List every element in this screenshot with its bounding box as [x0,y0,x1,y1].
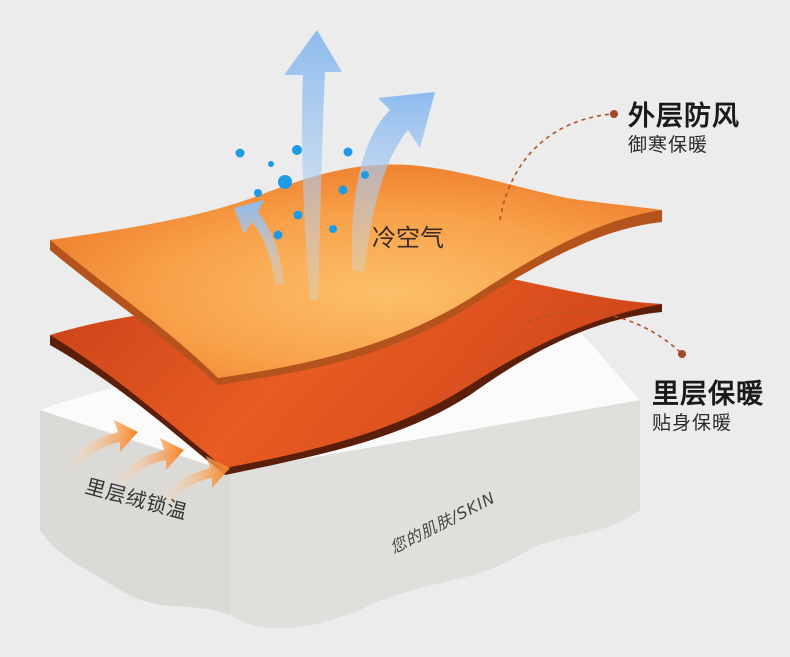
cold-air-label: 冷空气 [372,224,444,252]
right-arrow-icon [72,420,138,468]
water-droplet-icon [235,148,245,158]
water-droplets [235,145,369,240]
cold-air-arrows [234,30,435,300]
up-arrow-icon [351,92,435,272]
outer-layer-surface [50,164,662,378]
right-arrow-icon [118,438,184,486]
up-arrow-icon [284,30,342,300]
water-droplet-icon [268,161,274,167]
skin-side-face [40,410,230,615]
water-droplet-icon [338,185,348,195]
water-droplet-icon [278,175,292,189]
right-arrow-icon [164,456,230,504]
outer-layer-subtitle: 御寒保暖 [628,134,709,156]
water-droplet-icon [292,145,302,155]
up-arrow-icon [234,200,284,285]
water-droplet-icon [361,171,369,179]
inner-leader-line [527,311,681,353]
outer-leader-line [499,113,613,221]
inner-layer-title: 里层保暖 [652,379,764,410]
leader-lines [499,113,681,353]
water-droplet-icon [293,210,303,220]
water-droplet-icon [273,230,283,240]
outer-layer [50,164,662,385]
skin-front-face [230,400,640,629]
water-droplet-icon [254,189,262,197]
inner-leader-dot [678,350,686,358]
outer-layer-title: 外层防风 [628,101,740,132]
water-droplet-icon [343,147,353,157]
inner-layer-subtitle: 贴身保暖 [652,412,733,434]
outer-leader-dot [610,110,618,118]
water-droplet-icon [329,225,337,233]
warm-arrows [72,420,230,504]
